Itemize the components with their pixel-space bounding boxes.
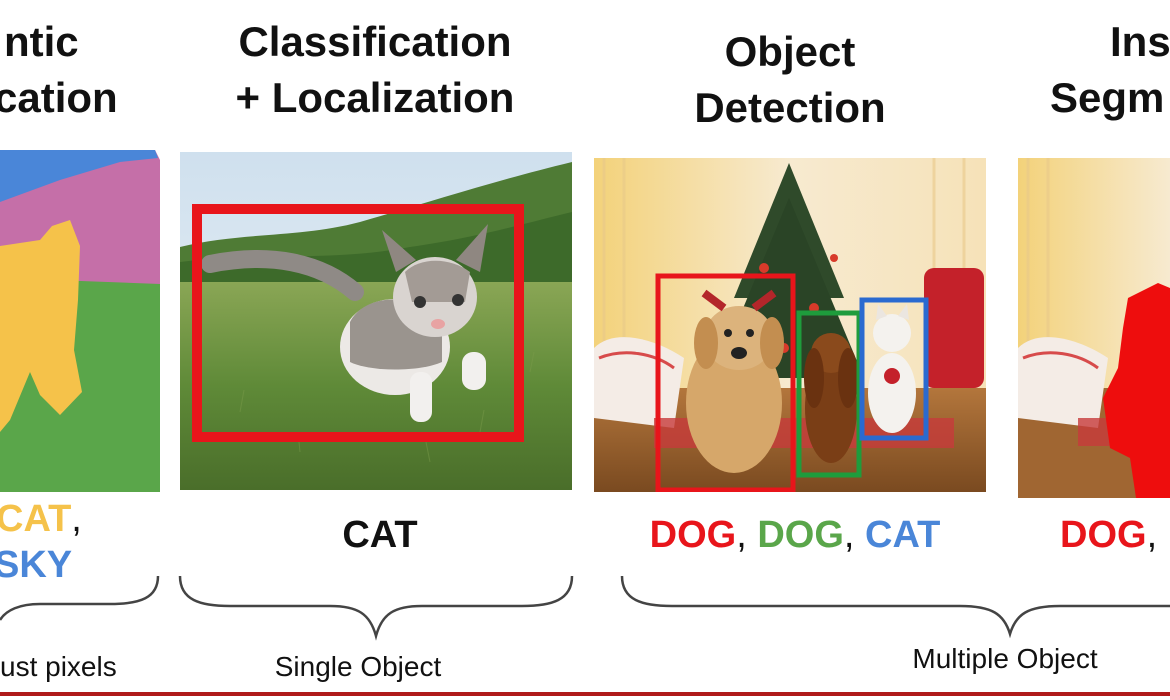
semantic-label-comma: ,	[71, 498, 82, 540]
title-classification-line1: Classification	[238, 18, 512, 65]
classification-label: CAT	[342, 514, 418, 556]
title-detection: Object Detection	[640, 24, 940, 136]
instance-label-comma: ,	[1146, 514, 1158, 556]
semantic-label-line1: CAT,	[0, 496, 120, 542]
title-detection-line1: Object	[724, 28, 856, 75]
bracket-multiple	[620, 575, 1170, 639]
bracket-single-label: Single Object	[274, 651, 442, 682]
semantic-labels: CAT, SKY	[0, 496, 120, 588]
bracket-single	[178, 575, 574, 641]
bracket-left-label: ust pixels	[0, 651, 117, 682]
semantic-segmentation-image	[0, 150, 160, 492]
detection-label-dog-green: DOG	[757, 514, 844, 556]
detection-labels: DOG, DOG, CAT	[620, 512, 970, 558]
instance-label-dog: DOG	[1060, 514, 1147, 556]
instance-labels: DOG,	[1060, 512, 1170, 558]
detection-label-dog-red: DOG	[649, 514, 737, 556]
title-semantic-line1: ntic	[4, 18, 79, 65]
bottom-rule	[0, 692, 1170, 696]
title-detection-line2: Detection	[694, 84, 886, 131]
title-semantic-line2: cation	[0, 74, 118, 121]
semantic-label-cat: CAT	[0, 498, 72, 540]
title-instance-line1: Ins	[1110, 18, 1170, 65]
bracket-multiple-label: Multiple Object	[912, 643, 1098, 674]
detection-label-cat-blue: CAT	[865, 514, 941, 556]
title-classification-line2: + Localization	[235, 74, 515, 121]
detection-label-comma-2: ,	[843, 514, 855, 556]
semantic-label-sky: SKY	[0, 544, 73, 586]
detection-label-comma-1: ,	[736, 514, 747, 556]
instance-segmentation-image	[1018, 158, 1170, 498]
object-detection-image	[594, 158, 986, 492]
title-classification: Classification + Localization	[190, 14, 560, 126]
title-instance: Ins Segm	[1040, 14, 1170, 126]
classification-image	[180, 152, 572, 490]
bracket-left	[0, 575, 160, 621]
title-semantic: ntic cation	[0, 14, 120, 126]
title-instance-line2: Segm	[1050, 74, 1165, 121]
brackets	[0, 575, 1170, 641]
